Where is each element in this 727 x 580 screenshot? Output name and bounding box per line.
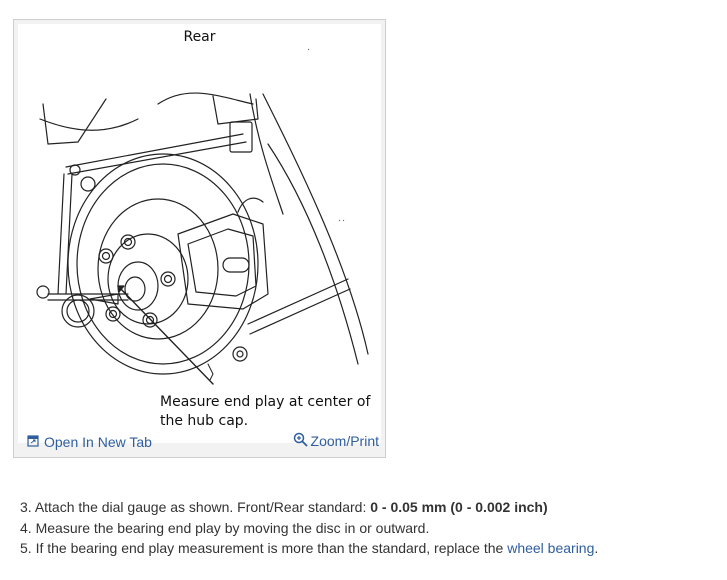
new-tab-icon [27, 434, 39, 450]
figure-caption: Measure end play at center of the hub ca… [160, 393, 380, 431]
step-text: If the bearing end play measurement is m… [35, 540, 508, 556]
step-text: Attach the dial gauge as shown. Front/Re… [34, 499, 371, 515]
caption-line-1: Measure end play at center of [160, 394, 371, 410]
step-4: 4. Measure the bearing end play by movin… [20, 518, 598, 539]
open-in-new-tab-label: Open In New Tab [44, 434, 152, 450]
zoom-print-label: Zoom/Print [310, 433, 379, 449]
figure-container: Rear [13, 19, 386, 458]
caption-line-2: the hub cap. [160, 413, 249, 429]
open-in-new-tab-link[interactable]: Open In New Tab [27, 434, 152, 450]
rear-hub-diagram [36, 48, 369, 385]
wheel-bearing-link[interactable]: wheel bearing [507, 540, 595, 556]
step-number: 3. [20, 499, 32, 515]
step-3: 3. Attach the dial gauge as shown. Front… [20, 497, 598, 518]
step-5: 5. If the bearing end play measurement i… [20, 538, 598, 559]
step-number: 5. [20, 540, 32, 556]
zoom-icon [293, 432, 308, 450]
step-number: 4. [20, 519, 32, 536]
figure-title: Rear [183, 29, 216, 45]
zoom-print-link[interactable]: Zoom/Print [293, 432, 379, 450]
figure-toolbar: Open In New Tab Zoom/Print [14, 430, 385, 456]
step-text: Measure the bearing end play by moving t… [35, 519, 430, 536]
instruction-steps: 3. Attach the dial gauge as shown. Front… [20, 497, 598, 559]
step-text-end: . [594, 540, 599, 556]
figure-image-area: Rear [18, 24, 381, 443]
spec-value: 0 - 0.05 mm (0 - 0.002 inch) [370, 499, 548, 515]
